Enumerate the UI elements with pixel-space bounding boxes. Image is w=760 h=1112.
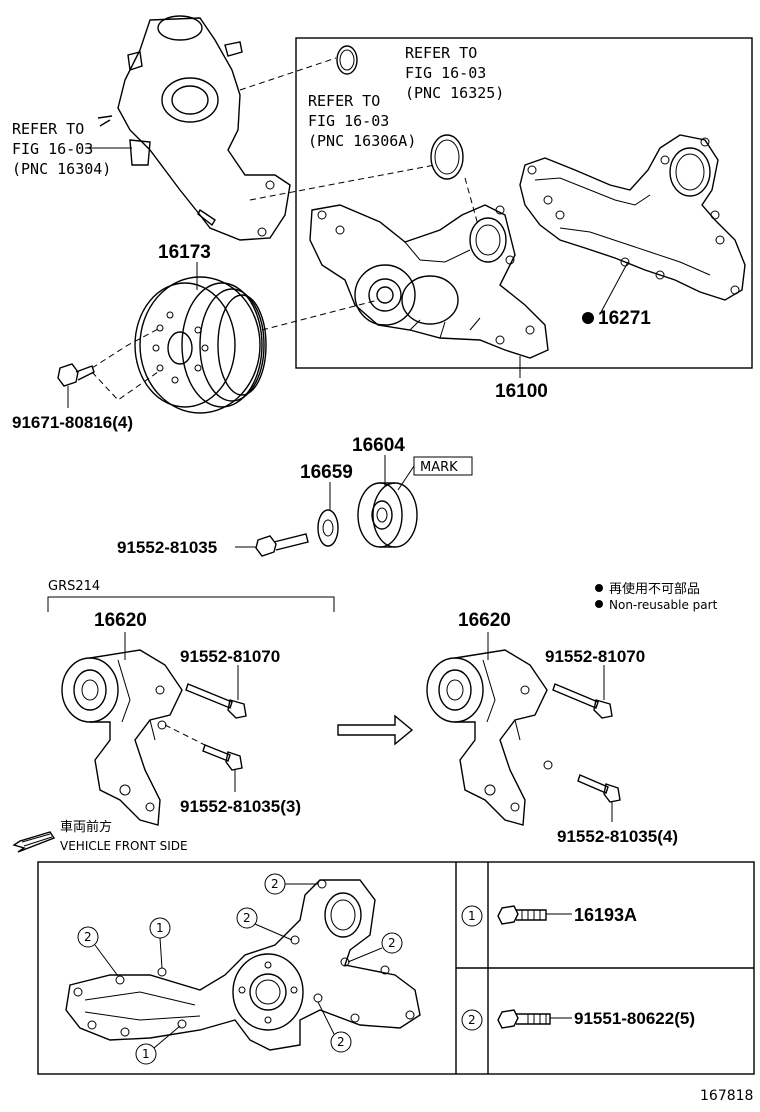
legend-dot-2 bbox=[595, 600, 603, 608]
cell-marker-one bbox=[461, 905, 483, 927]
label-16100: 16100 bbox=[495, 381, 548, 402]
bolt-91552-81070-right bbox=[552, 683, 613, 719]
cell-marker-two-text: 2 bbox=[468, 1013, 476, 1027]
ref-16304-line3: (PNC 16304) bbox=[12, 160, 111, 178]
label-16620-right: 16620 bbox=[458, 610, 511, 631]
label-16193a: 16193A bbox=[574, 905, 637, 925]
ref-16304-line2: FIG 16-03 bbox=[12, 140, 93, 158]
large-oring bbox=[430, 134, 464, 180]
label-91552-81070-left: 91552-81070 bbox=[180, 647, 280, 666]
figure-id: 167818 bbox=[700, 1088, 753, 1104]
tensioner-16620-right bbox=[426, 649, 553, 826]
label-91551: 91551-80622(5) bbox=[574, 1009, 695, 1028]
label-16604: 16604 bbox=[352, 435, 405, 456]
bolt-16193a bbox=[497, 905, 547, 925]
water-outlet-housing bbox=[97, 15, 291, 241]
front-en: VEHICLE FRONT SIDE bbox=[60, 839, 188, 853]
ref-16325-line1: REFER TO bbox=[405, 44, 477, 62]
label-91552-81035-4: 91552-81035(4) bbox=[557, 827, 678, 846]
small-oring bbox=[336, 45, 358, 75]
ref-16304-line1: REFER TO bbox=[12, 120, 84, 138]
legend-en: Non-reusable part bbox=[609, 598, 718, 612]
transition-arrow bbox=[337, 714, 414, 746]
callout-one-b: 1 bbox=[142, 1047, 150, 1061]
label-16173: 16173 bbox=[158, 242, 211, 263]
bolt-91551 bbox=[497, 1009, 551, 1029]
callout-two-b: 2 bbox=[243, 911, 251, 925]
ref-16306a-line3: (PNC 16306A) bbox=[308, 132, 416, 150]
gasket-16271 bbox=[519, 134, 746, 301]
ref-16306a-line2: FIG 16-03 bbox=[308, 112, 389, 130]
label-91671: 91671-80816(4) bbox=[12, 413, 133, 432]
label-16659: 16659 bbox=[300, 462, 353, 483]
label-grs214: GRS214 bbox=[48, 579, 100, 594]
callout-two-d: 2 bbox=[388, 936, 396, 950]
grs214-bracket-line bbox=[47, 596, 335, 612]
pump-assy-frame bbox=[295, 37, 753, 369]
label-16620-left: 16620 bbox=[94, 610, 147, 631]
gasket-bolt-layout bbox=[65, 879, 421, 1051]
label-91552-81070-right: 91552-81070 bbox=[545, 647, 645, 666]
bolt-91552-81070-left bbox=[185, 683, 247, 719]
cell-marker-one-text: 1 bbox=[468, 909, 476, 923]
bolt-91552-81035-4 bbox=[577, 774, 621, 803]
legend-dot-1 bbox=[595, 584, 603, 592]
plate-16659 bbox=[317, 509, 339, 547]
idler-pulley-16604 bbox=[357, 482, 418, 548]
bolt-91552-81035-3 bbox=[202, 744, 243, 771]
label-91552-81035-3: 91552-81035(3) bbox=[180, 797, 301, 816]
callout-one-a: 1 bbox=[156, 921, 164, 935]
bolt-91552-81035 bbox=[255, 533, 309, 557]
ref-16325-line3: (PNC 16325) bbox=[405, 84, 504, 102]
label-91552-81035: 91552-81035 bbox=[117, 538, 217, 557]
ref-16325-line2: FIG 16-03 bbox=[405, 64, 486, 82]
front-jp: 車両前方 bbox=[60, 819, 112, 835]
legend-jp: 再使用不可部品 bbox=[609, 581, 700, 597]
tensioner-16620-left bbox=[61, 649, 183, 826]
pulley-16173 bbox=[134, 276, 267, 414]
callout-markers: 2 2 1 2 2 1 2 bbox=[77, 873, 403, 1065]
leader-oring-small bbox=[239, 57, 337, 91]
ref-16306a-line1: REFER TO bbox=[308, 92, 380, 110]
front-arrow bbox=[12, 831, 56, 853]
label-16271: 16271 bbox=[598, 308, 651, 329]
water-pump-body bbox=[309, 204, 549, 359]
bolt-91671 bbox=[57, 327, 161, 401]
callout-two-a: 2 bbox=[271, 877, 279, 891]
callout-two-c: 2 bbox=[84, 930, 92, 944]
callout-two-e: 2 bbox=[337, 1035, 345, 1049]
cell-marker-two bbox=[461, 1009, 483, 1031]
leader-oring-large bbox=[249, 164, 436, 201]
label-mark: MARK bbox=[420, 460, 458, 475]
non-reusable-dot-16271 bbox=[582, 312, 594, 324]
